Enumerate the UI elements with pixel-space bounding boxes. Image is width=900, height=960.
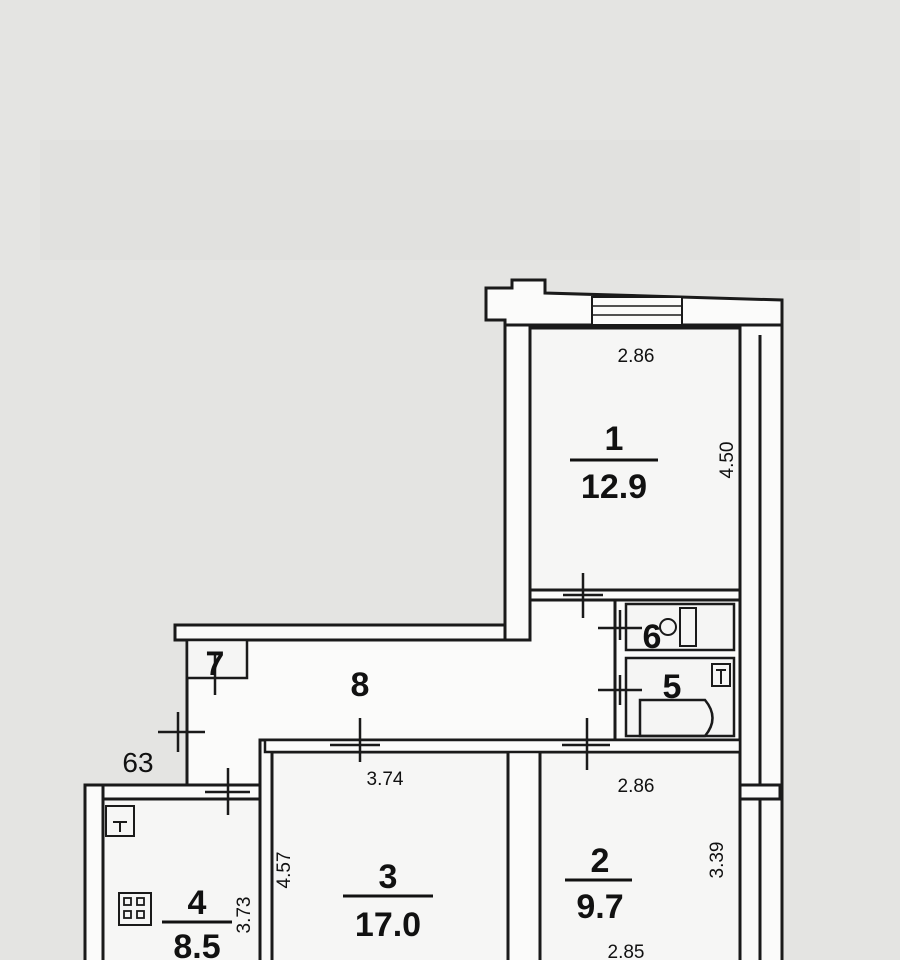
wall-3-2 <box>506 738 542 960</box>
room-2-number: 2 <box>591 842 610 880</box>
faint-print-band <box>40 140 860 260</box>
room-5-number: 5 <box>663 668 682 706</box>
room-8-number: 8 <box>351 666 370 704</box>
room-6-number: 6 <box>643 618 662 656</box>
dim-room-1-width: 2.86 <box>618 346 655 367</box>
bathtub-icon <box>638 663 731 738</box>
door-marks <box>158 573 642 815</box>
stove-icon <box>118 892 152 926</box>
dim-room-2-width-bottom: 2.85 <box>608 942 645 960</box>
room-1-area: 12.9 <box>581 468 647 506</box>
room-4-kitchen <box>101 797 262 960</box>
sink-icon <box>105 805 135 837</box>
dim-room-3-length: 4.57 <box>274 852 295 889</box>
room-2-area: 9.7 <box>576 888 623 926</box>
room-7-closet <box>185 638 249 680</box>
hallway-bottom-wall <box>263 738 742 754</box>
left-outer-wall <box>83 783 105 960</box>
entrance-mark: 63 <box>122 747 153 778</box>
dim-room-2-length: 3.39 <box>707 842 728 879</box>
dim-room-1-length: 4.50 <box>717 442 738 479</box>
room-1-number: 1 <box>605 420 624 458</box>
room-4-area: 8.5 <box>173 928 220 960</box>
window-room-1 <box>591 296 683 326</box>
dim-room-4-length: 3.73 <box>234 897 255 934</box>
room-7-number: 7 <box>206 645 225 683</box>
room-3-area: 17.0 <box>355 906 421 944</box>
room-1-left-wall <box>503 323 532 642</box>
wall-4-3 <box>258 738 274 960</box>
toilet-fixture-icon <box>659 607 697 647</box>
dim-room-2-width-top: 2.86 <box>618 776 655 797</box>
room-3-number: 3 <box>379 858 398 896</box>
room-4-number: 4 <box>188 884 207 922</box>
dim-room-3-width: 3.74 <box>367 769 404 790</box>
